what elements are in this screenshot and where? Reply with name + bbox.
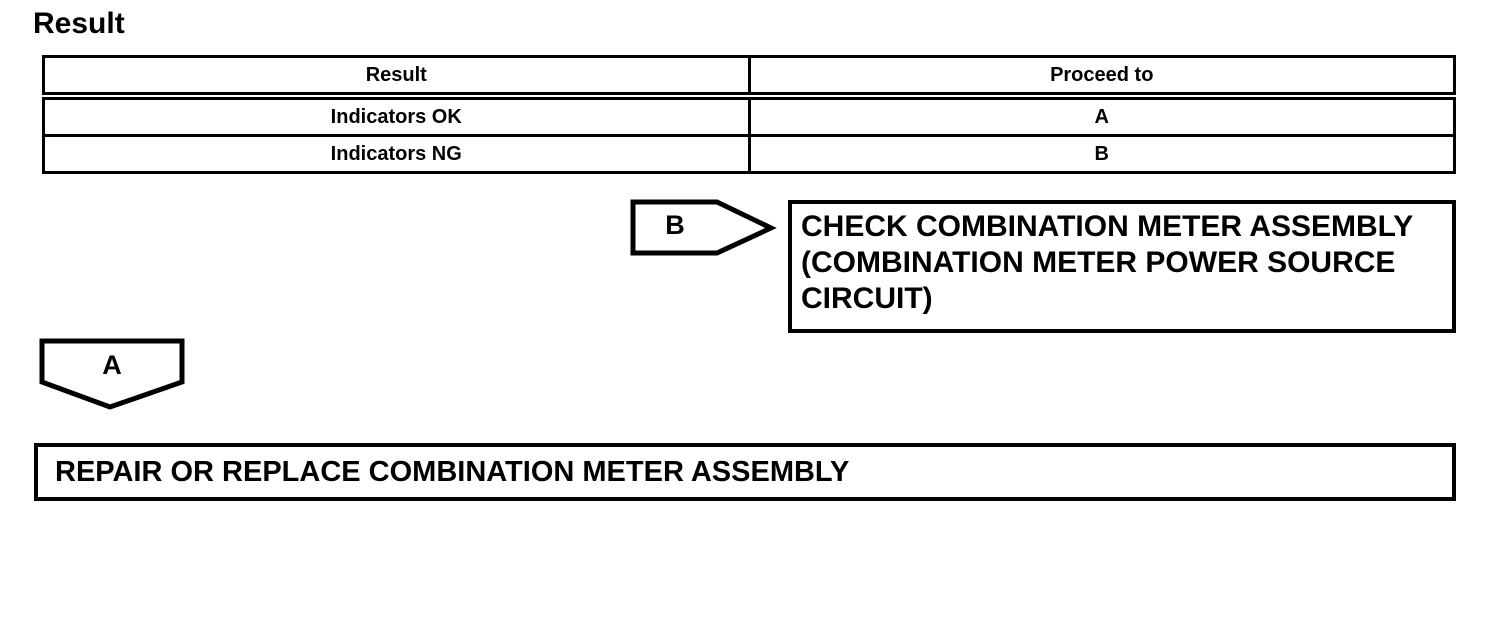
connector-b-label: B — [665, 210, 685, 240]
result-section-heading: Result — [33, 7, 125, 40]
pentagon-right-arrow-icon — [630, 199, 777, 256]
proceed-cell-b: B — [747, 134, 1456, 174]
repair-or-replace-box: REPAIR OR REPLACE COMBINATION METER ASSE… — [34, 443, 1456, 501]
pentagon-down-arrow-icon — [39, 338, 185, 410]
repair-or-replace-text: REPAIR OR REPLACE COMBINATION METER ASSE… — [55, 456, 850, 488]
check-combination-meter-box: CHECK COMBINATION METER ASSEMBLY (COMBIN… — [788, 200, 1456, 333]
result-table-header-row: Result Proceed to — [42, 55, 1456, 100]
result-cell-indicators-ng: Indicators NG — [42, 134, 751, 174]
proceed-to-column-header: Proceed to — [747, 55, 1456, 100]
result-cell-indicators-ok: Indicators OK — [42, 94, 751, 137]
flow-connector-b: B — [628, 197, 778, 259]
table-row: Indicators OK A — [42, 94, 1456, 137]
result-table: Result Proceed to Indicators OK A Indica… — [42, 55, 1456, 174]
result-column-header: Result — [42, 55, 751, 100]
table-row: Indicators NG B — [42, 134, 1456, 174]
proceed-cell-a: A — [747, 94, 1456, 137]
flow-connector-a: A — [37, 336, 187, 414]
connector-a-label: A — [102, 350, 122, 380]
